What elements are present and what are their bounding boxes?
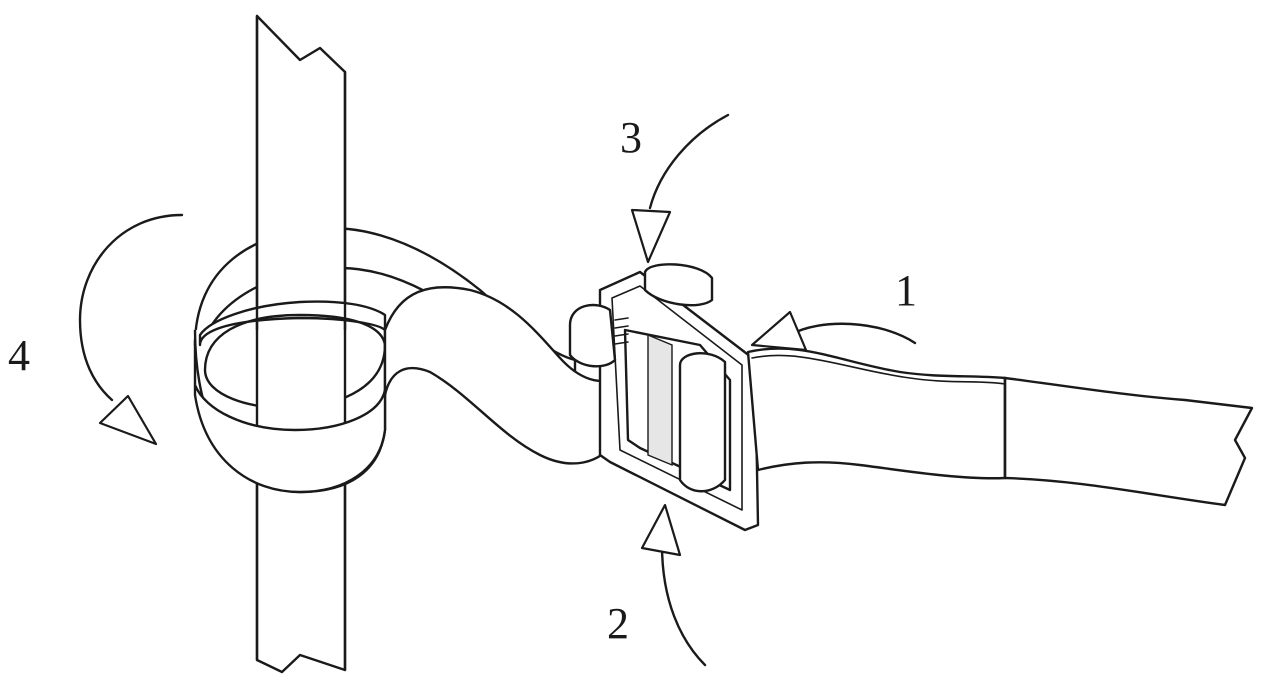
strap-roll-right bbox=[678, 352, 727, 493]
strap-right-ply bbox=[751, 354, 1006, 385]
buckle-slot-ridges bbox=[614, 317, 629, 345]
loop-front-band bbox=[193, 338, 387, 494]
label-4: 4 bbox=[8, 331, 30, 380]
strap-roll-left bbox=[568, 303, 617, 368]
arrow-2-head bbox=[640, 503, 682, 557]
arrow-3-shaft bbox=[648, 113, 730, 210]
arrow-1-shaft bbox=[788, 322, 917, 345]
arrow-1-head bbox=[750, 310, 808, 352]
strap-right bbox=[746, 347, 1007, 480]
buckle-slot-bar bbox=[647, 333, 673, 467]
arrow-3-head bbox=[630, 208, 672, 264]
arrow-4-head bbox=[98, 394, 158, 446]
strap-roll-top bbox=[643, 263, 714, 307]
label-2: 2 bbox=[607, 599, 629, 648]
strap-right-end bbox=[1003, 376, 1254, 507]
label-1: 1 bbox=[895, 266, 917, 315]
label-3: 3 bbox=[620, 113, 642, 162]
arrow-2-shaft bbox=[660, 543, 707, 667]
buckle-frame-inner bbox=[611, 285, 743, 511]
arrow-4-shaft bbox=[78, 213, 184, 402]
